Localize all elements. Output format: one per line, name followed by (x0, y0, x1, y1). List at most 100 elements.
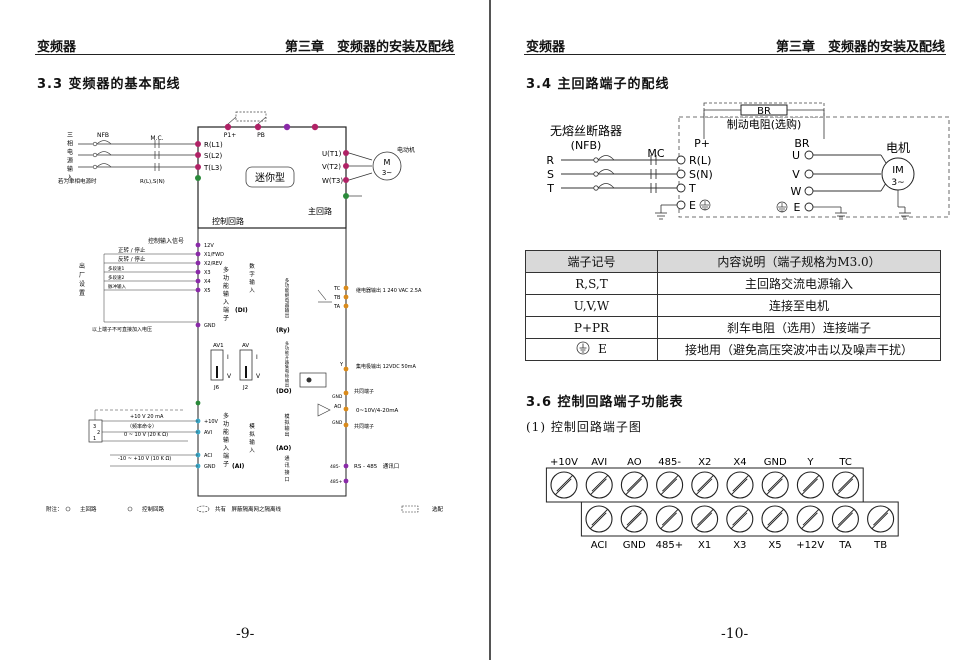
model-box (245, 166, 295, 188)
control-signal-label: 控制输入信号 (148, 237, 184, 245)
terminal-label: GND (623, 540, 646, 551)
screw-slot (591, 474, 609, 492)
terminal-dot (311, 123, 319, 131)
table-row: R,S,T 主回路交流电源输入 (525, 272, 941, 295)
screw-slot (695, 478, 713, 496)
ai-tag: (AI) (232, 463, 245, 470)
terminal-w-label: W(T3) (322, 177, 343, 185)
motor-label-left: 电动机 (397, 146, 415, 154)
motor-label-right: 电机 (886, 141, 910, 155)
table-row: E 接地用（避免高压突波冲击以及噪声干扰） (525, 338, 941, 361)
oc-spec: 集电极输出 12VDC 50mA (356, 363, 417, 370)
terminal-u: U (792, 149, 800, 162)
legend-control: 控制回路 (142, 505, 165, 513)
legend-shield-symbol (196, 505, 210, 513)
table-cell: E (525, 338, 658, 361)
vertical-char: 器 (285, 303, 290, 309)
ai-label-10v: +10 V 20 mA (130, 414, 164, 420)
vertical-char: 子 (223, 315, 229, 322)
motor-phase-right: 3~ (891, 178, 904, 188)
terminal-screw (726, 471, 754, 499)
screw-slot (660, 478, 678, 496)
jumper-av-label: AV (242, 343, 249, 349)
vertical-char: 极 (285, 372, 290, 379)
screw-slot (836, 512, 853, 530)
terminal-screw (585, 505, 613, 533)
terminal-label: 485- (658, 457, 681, 468)
vertical-char: 置 (79, 290, 85, 297)
terminal-e-right: E (794, 201, 801, 214)
screw-slot (766, 478, 783, 496)
pb-label: PB (257, 132, 265, 139)
legend-main-symbol (65, 506, 71, 512)
vertical-char: 入 (67, 175, 73, 182)
jumpers (210, 349, 253, 381)
vertical-char: 出 (284, 431, 289, 438)
vertical-char: 多 (285, 277, 290, 284)
right-page-number: -10- (721, 626, 749, 642)
vertical-char: 讯 (284, 462, 289, 469)
terminal-dot (224, 123, 232, 131)
terminal-screw (585, 471, 613, 499)
vertical-char: 输 (285, 307, 290, 314)
screw-slot (730, 512, 748, 530)
wire (257, 116, 267, 125)
vertical-char: 字 (249, 270, 255, 278)
terminal-screw (726, 505, 754, 533)
left-header-title: 变频器 (37, 40, 77, 55)
page-divider (489, 0, 491, 660)
ai-terminal-10v: +10V (204, 419, 219, 425)
vertical-char: 功 (285, 282, 290, 289)
motor-phase-left: 3~ (382, 169, 392, 177)
terminal-x4: X4 (204, 279, 211, 285)
legend-control-symbol (127, 506, 133, 512)
pot-pin-3: 3 (93, 424, 96, 430)
vertical-char: 源 (67, 157, 73, 165)
legend-main: 主回路 (80, 505, 97, 513)
input-s: S (547, 168, 554, 181)
screw-slot (837, 508, 855, 526)
terminal-screw (867, 505, 895, 533)
jumper-v2-label: V (256, 373, 261, 380)
vertical-char: 接 (284, 469, 289, 476)
br-terminal-label: BR (794, 137, 810, 150)
vertical-char: 路 (285, 358, 290, 365)
screw-slot (871, 512, 889, 530)
relay-tb: TB (333, 295, 341, 301)
terminal-t-label: T(L3) (203, 164, 222, 172)
pot-pin-1: 1 (93, 436, 96, 442)
terminal-x3: X3 (204, 270, 211, 276)
vertical-char: 多 (285, 340, 289, 347)
earth-symbol-left (655, 199, 711, 220)
output-lines (804, 150, 915, 220)
vertical-char: 端 (223, 306, 229, 314)
terminal-label: X2 (698, 457, 711, 468)
terminal-v-label: V(T2) (322, 163, 341, 171)
jumper-i2-label: I (256, 354, 258, 361)
control-input-lines (103, 242, 201, 328)
jumper-av1-label: AV1 (213, 343, 224, 349)
terminal-screw (655, 505, 683, 533)
terminal-u-label: U(T1) (322, 150, 342, 158)
right-header-chapter: 第三章 变频器的安装及配线 (775, 40, 945, 55)
terminal-label: 485+ (656, 540, 683, 551)
table-header-description: 内容说明（端子规格为M3.0） (657, 250, 941, 273)
di-tag: (DI) (235, 307, 248, 314)
vertical-char: 拟 (249, 430, 255, 438)
vertical-char: 厂 (79, 272, 85, 279)
terminal-label: +10V (550, 457, 578, 468)
ground-icon (576, 341, 590, 358)
p1-label: P1+ (224, 132, 236, 139)
screw-slot (732, 474, 750, 492)
vertical-char: 入 (249, 448, 255, 454)
open-collector-output (299, 366, 349, 396)
terminal-label: AVI (591, 457, 607, 468)
screw-slot (662, 474, 679, 492)
input-x5-desc: 脉冲输入 (108, 283, 126, 290)
